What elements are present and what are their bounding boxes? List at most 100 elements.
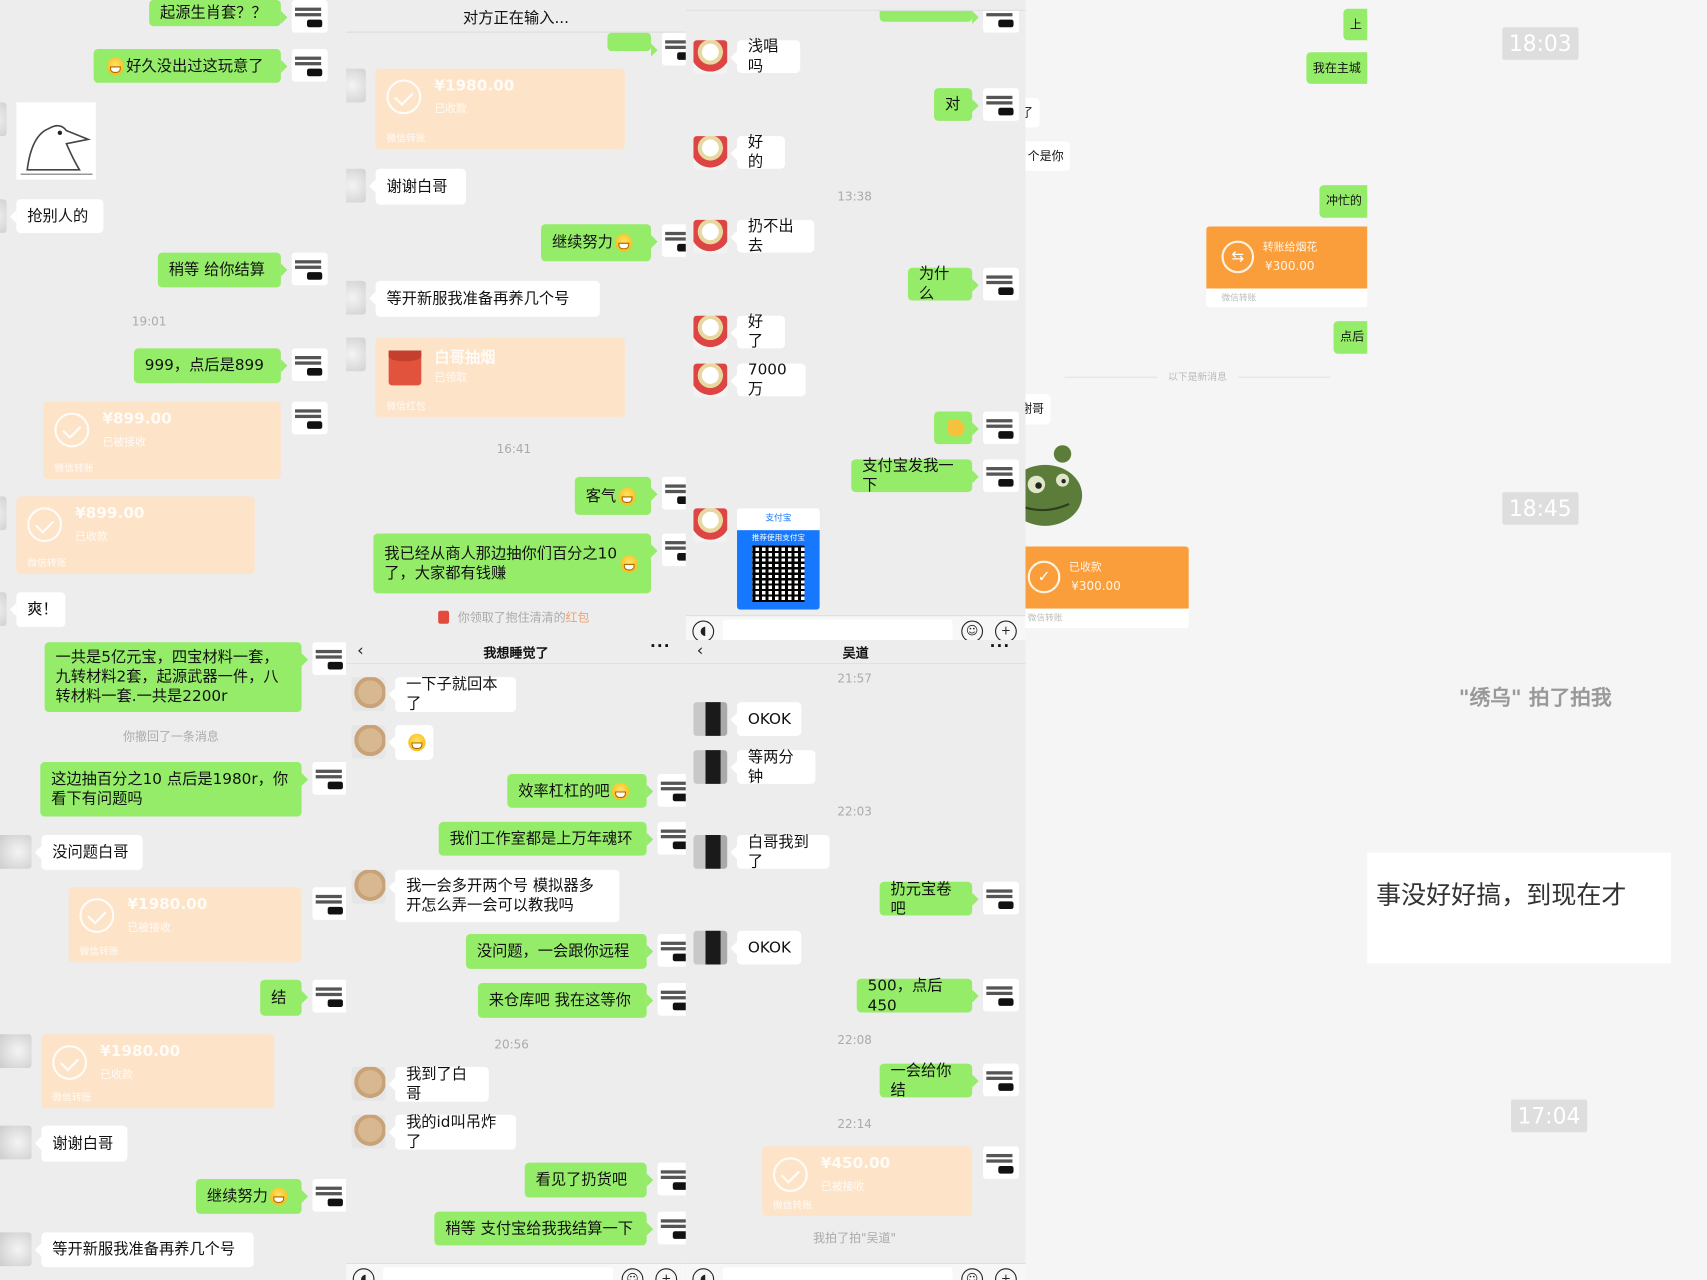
sender-avatar[interactable] [657,934,686,967]
message-bubble[interactable]: 上 [1343,8,1368,41]
sender-avatar[interactable] [657,1162,686,1196]
contact-avatar[interactable] [0,199,7,233]
sender-avatar[interactable] [983,881,1019,915]
message-bubble[interactable]: 抢别人的 [9,199,104,233]
contact-avatar[interactable] [351,725,386,759]
contact-avatar[interactable] [693,315,728,350]
message-bubble[interactable]: 一会给你结 [879,1062,979,1099]
message-bubble[interactable]: 了 [1025,97,1040,128]
message-bubble[interactable]: 来仓库吧 我在这等你 [477,983,654,1018]
plus-icon[interactable]: + [995,620,1017,641]
message-bubble[interactable]: 继续努力 [195,1179,309,1214]
contact-avatar[interactable] [693,219,728,254]
sender-avatar[interactable] [661,533,686,567]
contact-avatar[interactable] [351,677,386,711]
sender-avatar[interactable] [657,983,686,1016]
sender-avatar[interactable] [983,1146,1019,1180]
message-bubble[interactable]: 稍等 支付宝给我我结算一下 [434,1211,654,1246]
contact-avatar[interactable] [693,930,728,965]
sender-avatar[interactable] [657,1211,686,1245]
message-input[interactable] [722,619,953,641]
sender-avatar[interactable] [657,774,686,807]
message-bubble[interactable]: 客气 [574,476,658,515]
contact-avatar[interactable] [0,592,7,626]
contact-avatar[interactable] [0,102,7,137]
plus-icon[interactable]: + [655,1268,678,1280]
contact-avatar[interactable] [351,1066,386,1101]
sender-avatar[interactable] [312,979,347,1013]
message-bubble[interactable]: 我到了白哥 [388,1066,489,1103]
sender-avatar[interactable] [661,476,686,510]
sender-avatar[interactable] [312,1179,347,1212]
message-bubble[interactable]: 支付宝发我一下 [851,457,979,494]
message-bubble[interactable]: 7000万 [730,361,806,398]
red-packet-card[interactable]: 白哥抽烟已领取微信红包 [375,337,625,417]
back-chevron-icon[interactable]: ‹ [357,640,364,660]
message-input[interactable] [383,1267,613,1280]
message-bubble[interactable]: 一共是5亿元宝，四宝材料一套，九转材料2套，起源武器一件，八转材料一套.一共是2… [44,642,309,712]
message-bubble[interactable]: 好久没出过这玩意了 [93,48,288,83]
sender-avatar[interactable] [983,978,1019,1012]
contact-avatar[interactable] [0,1125,32,1160]
message-bubble[interactable]: 等开新服我准备再养几个号 [369,280,600,317]
message-bubble[interactable]: 500，点后450 [856,977,979,1014]
sender-avatar[interactable] [312,762,347,795]
contact-avatar[interactable] [0,834,32,869]
sender-avatar[interactable] [291,48,328,82]
contact-avatar[interactable] [346,168,366,203]
message-bubble[interactable]: 个是你 [1025,141,1071,171]
red-packet-link[interactable]: 红包 [565,610,590,625]
message-bubble[interactable]: 我已经从商人那边抽你们百分之10了，大家都有钱赚 [373,533,658,594]
sender-avatar[interactable] [291,252,328,286]
contact-avatar[interactable] [0,496,7,531]
alipay-qr-card[interactable]: 支付宝推荐使用支付宝 [737,508,820,610]
contact-avatar[interactable] [351,869,386,904]
emoji-icon[interactable]: ☺ [961,620,984,641]
message-bubble[interactable] [607,32,658,57]
message-bubble[interactable]: 我们工作室都是上万年魂环 [438,821,654,856]
back-chevron-icon[interactable]: ‹ [696,640,704,660]
sender-avatar[interactable] [983,411,1019,445]
more-options-icon[interactable]: ··· [989,640,1011,656]
message-bubble[interactable]: 等两分钟 [730,748,816,785]
sender-avatar[interactable] [312,642,347,675]
emoji-icon[interactable]: ☺ [621,1268,644,1280]
message-bubble[interactable]: OKOK [730,702,802,736]
more-options-icon[interactable]: ··· [649,640,671,656]
message-bubble[interactable]: 这边抽百分之10 点后是1980r，你看下有问题吗 [40,762,309,817]
sender-avatar[interactable] [291,0,328,33]
message-bubble[interactable]: 一下子就回本了 [388,676,517,713]
message-bubble[interactable]: 结 [260,979,309,1016]
message-bubble[interactable]: 事没好好搞，到现在才 [1367,852,1672,964]
message-bubble[interactable]: 白哥我到了 [730,833,830,870]
message-bubble[interactable]: 好了 [730,314,785,351]
message-bubble[interactable] [388,725,434,760]
contact-avatar[interactable] [0,1034,32,1068]
message-bubble[interactable]: 看见了扔货吧 [524,1162,654,1198]
sender-avatar[interactable] [291,401,328,435]
contact-avatar[interactable] [693,40,728,75]
sender-avatar[interactable] [657,821,686,855]
sender-avatar[interactable] [983,459,1019,493]
message-bubble[interactable]: 没问题白哥 [34,834,143,870]
sender-avatar[interactable] [661,32,686,66]
contact-avatar[interactable] [693,702,728,736]
contact-avatar[interactable] [693,508,728,543]
message-bubble[interactable]: 稍等 给你结算 [157,252,288,288]
contact-avatar[interactable] [346,280,366,315]
plus-icon[interactable]: + [995,1268,1017,1280]
duck-sticker[interactable] [16,102,96,180]
voice-icon[interactable]: ◖ [352,1268,375,1280]
message-bubble[interactable]: 没问题，一会跟你远程 [465,934,654,969]
message-bubble[interactable]: 我的id叫吊炸了 [388,1114,517,1151]
contact-avatar[interactable] [0,1232,32,1267]
contact-avatar[interactable] [693,363,728,398]
message-bubble[interactable]: 浅唱吗 [730,38,801,75]
message-bubble[interactable]: 扔不出去 [730,218,815,255]
message-bubble[interactable]: 效率杠杠的吧 [507,774,654,808]
message-bubble[interactable]: 对 [934,88,979,121]
